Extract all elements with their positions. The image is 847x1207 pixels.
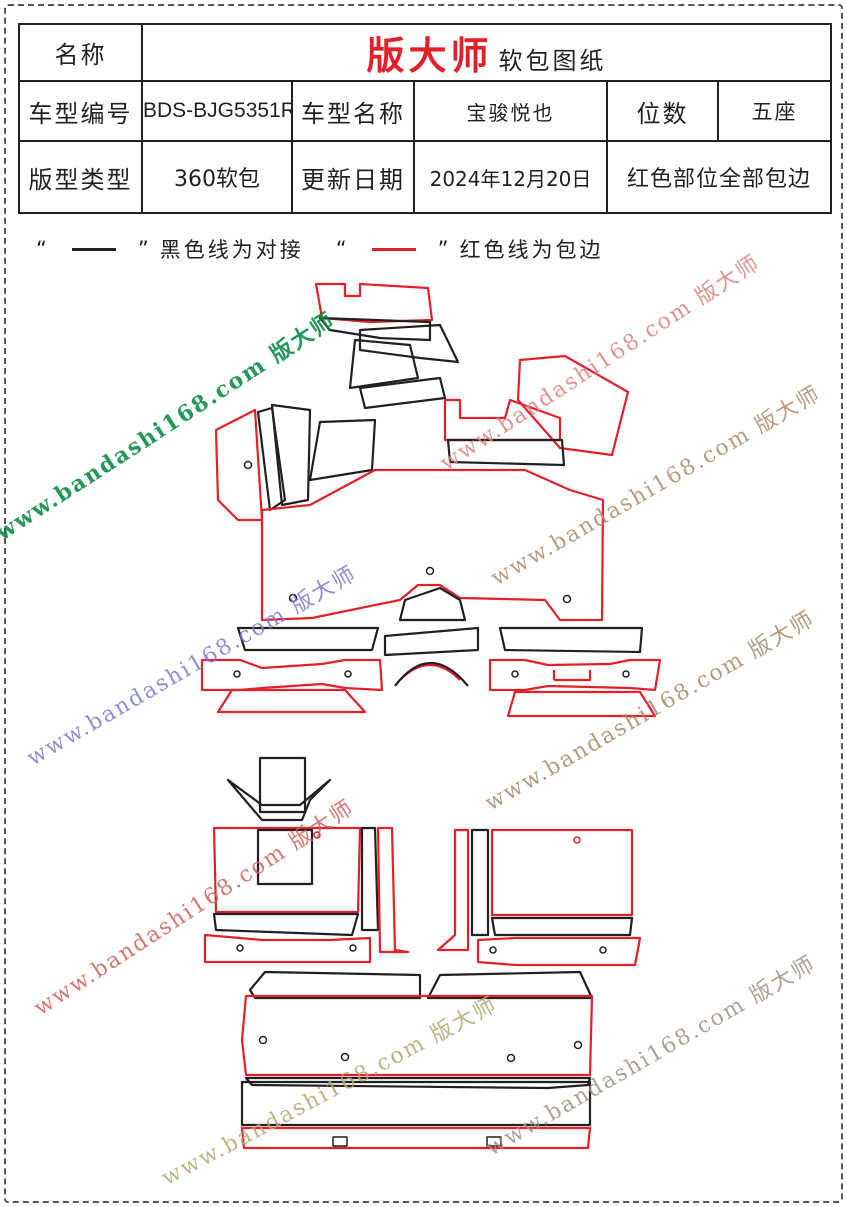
pattern-piece <box>358 323 460 364</box>
update-date-label: 更新日期 <box>291 140 415 214</box>
pattern-piece <box>446 438 566 467</box>
pattern-type-label: 版型类型 <box>18 140 143 214</box>
seat-rail-piece <box>488 658 662 692</box>
pattern-piece <box>516 354 630 457</box>
seat-rail-piece <box>203 933 372 964</box>
seat-rail-piece <box>200 658 384 692</box>
pattern-piece <box>360 826 380 932</box>
pattern-piece <box>470 828 490 937</box>
line-legend: “ ” 黑色线为对接 “ ” 红色线为包边 <box>36 234 604 264</box>
pattern-piece <box>258 756 307 814</box>
front-parts <box>200 282 662 1150</box>
pattern-piece <box>383 626 480 657</box>
pattern-type-value: 360软包 <box>141 140 293 214</box>
edge-note: 红色部位全部包边 <box>605 140 833 214</box>
holes <box>233 460 630 1147</box>
model-code-label: 车型编号 <box>18 80 143 142</box>
brand-name: 版大师 <box>366 34 493 78</box>
pattern-piece <box>348 338 420 390</box>
pattern-piece <box>490 916 634 937</box>
pattern-piece <box>436 828 470 952</box>
pattern-piece <box>318 316 432 342</box>
pattern-piece <box>506 690 657 718</box>
pattern-piece <box>256 406 287 512</box>
name-label: 名称 <box>18 23 143 82</box>
arch-piece <box>394 662 469 687</box>
doc-title-text: 软包图纸 <box>498 47 607 75</box>
seat-rail-piece <box>476 936 642 967</box>
pattern-piece <box>308 418 377 482</box>
model-code-value: BDS-BJG5351R <box>141 80 293 142</box>
rear-right-piece <box>490 828 634 917</box>
page-border <box>4 4 843 1203</box>
quote-close: ” <box>137 237 152 261</box>
pattern-piece <box>214 408 264 522</box>
doc-title: 版大师软包图纸 <box>140 23 833 82</box>
spec-table: 名称 版大师软包图纸 车型编号 BDS-BJG5351R 车型名称 宝骏悦也 位… <box>18 23 833 214</box>
trunk-piece <box>240 1080 592 1127</box>
pattern-piece <box>426 970 594 1000</box>
model-name-label: 车型名称 <box>291 80 415 142</box>
quote-open: “ <box>36 237 50 261</box>
pattern-piece <box>248 970 422 1000</box>
pattern-piece <box>244 1076 592 1090</box>
pattern-piece <box>212 912 360 937</box>
front-floor-piece <box>260 468 605 622</box>
seats-label: 位数 <box>606 80 719 142</box>
quote-open: “ <box>335 237 350 261</box>
rear-floor-piece <box>240 994 594 1077</box>
pattern-piece <box>256 828 314 886</box>
pattern-detail <box>552 670 592 682</box>
seats-value: 五座 <box>716 80 833 142</box>
model-name-value: 宝骏悦也 <box>413 80 608 142</box>
update-date-value: 2024年12月20日 <box>413 140 608 214</box>
pattern-piece <box>358 376 447 410</box>
tunnel-piece <box>398 586 467 622</box>
red-line-sample <box>371 247 416 251</box>
pattern-piece <box>270 403 312 507</box>
black-line-meaning: 黑色线为对接 <box>159 238 304 262</box>
pattern-piece <box>498 626 644 654</box>
pattern-piece <box>376 826 410 954</box>
quote-close: ” <box>437 237 452 261</box>
pattern-piece <box>216 688 367 714</box>
trunk-edge-piece <box>240 1126 592 1150</box>
black-line-sample <box>71 247 116 251</box>
rear-left-piece <box>212 826 362 914</box>
pattern-piece <box>236 626 380 652</box>
red-line-meaning: 红色线为包边 <box>459 238 604 262</box>
pattern-piece <box>226 778 332 822</box>
pattern-piece <box>314 282 434 324</box>
